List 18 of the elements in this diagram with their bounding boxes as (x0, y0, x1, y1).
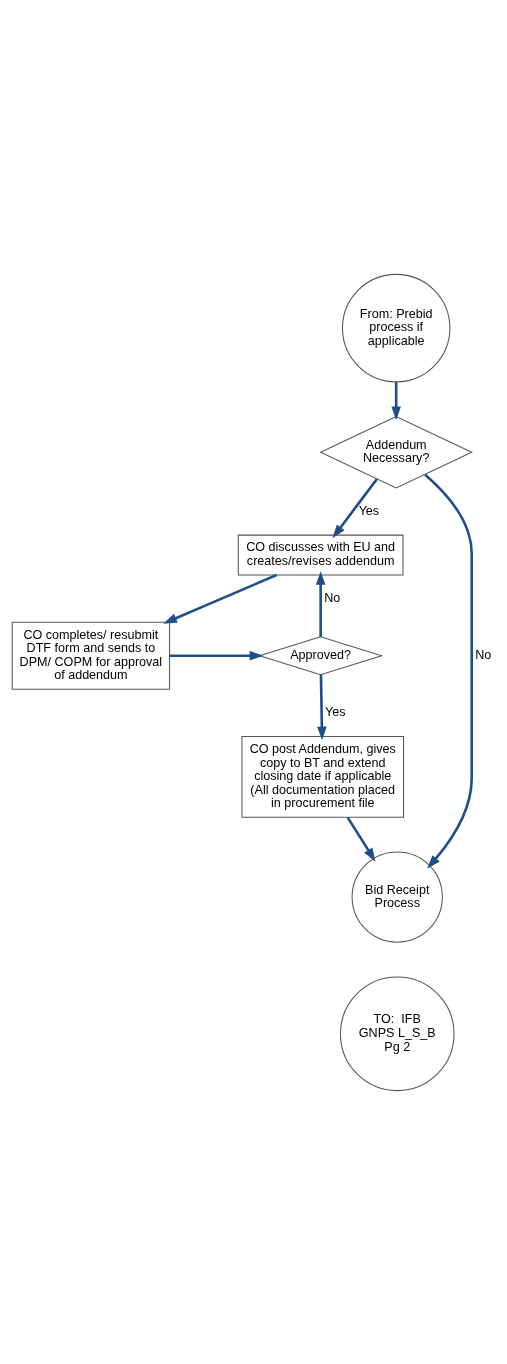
edge-label: Yes (325, 704, 346, 719)
edge-label: Yes (358, 503, 380, 518)
arrow (391, 381, 401, 420)
arrow (346, 816, 376, 862)
arrow (169, 650, 264, 661)
edge-label: No (324, 590, 341, 605)
node-box: CO discusses with EU and creates/revises addendum (237, 534, 404, 575)
node-circle: From: Prebid process if applicable (341, 273, 451, 382)
node-diamond: Addendum Necessary? (319, 415, 473, 488)
node-box: CO post Addendum, gives copy to BT and extend closing date if applicable (All documentation placed in procurement file (241, 735, 405, 818)
arrow (424, 473, 474, 869)
arrow (315, 570, 326, 637)
arrow (163, 573, 278, 624)
arrow (317, 674, 327, 740)
edge-label: No (475, 647, 492, 662)
arrow (332, 477, 378, 538)
node-box: CO completes/ resubmit DTF form and sends to DPM/ COPM for approval of addendum (11, 621, 171, 690)
node-circle: TO: IFB GNPS L_S_B Pg 2 (339, 975, 455, 1091)
